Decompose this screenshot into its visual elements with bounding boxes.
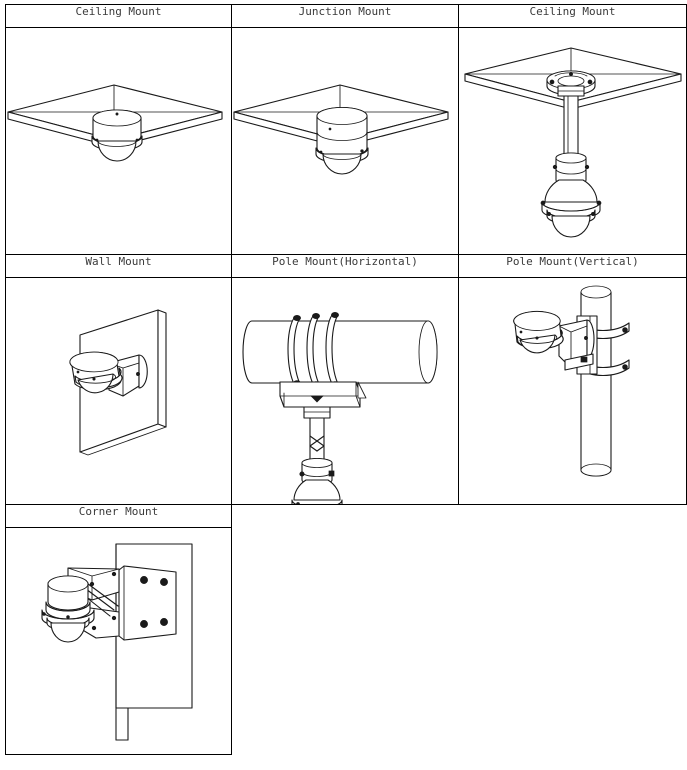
cell-empty-3 bbox=[232, 528, 459, 755]
cell-header-junction-mount: Junction Mount bbox=[231, 4, 459, 28]
table-row bbox=[5, 527, 687, 755]
pole-mount-horizontal-drawing bbox=[232, 278, 458, 504]
vertical-pole-icon bbox=[581, 286, 611, 476]
cell-header-pole-mount-vertical: Pole Mount(Vertical) bbox=[458, 254, 687, 278]
ceiling-mount-flush-drawing bbox=[6, 28, 231, 254]
cell-header-pole-mount-horizontal: Pole Mount(Horizontal) bbox=[231, 254, 459, 278]
cell-header-ceiling-mount-1: Ceiling Mount bbox=[5, 4, 232, 28]
pendant-ceiling-mount-drawing bbox=[459, 28, 686, 254]
cell-empty-2 bbox=[459, 505, 687, 528]
cell-empty-1 bbox=[232, 505, 459, 528]
corner-mount-drawing bbox=[6, 528, 231, 754]
cell-illustration-junction-mount bbox=[231, 27, 459, 255]
mounting-options-table: Ceiling Mount Junction Mount Ceiling Mou… bbox=[5, 4, 687, 755]
horizontal-pole-icon bbox=[243, 321, 437, 383]
cell-empty-4 bbox=[459, 528, 687, 755]
table-row bbox=[5, 277, 687, 505]
dome-camera-icon bbox=[70, 352, 122, 393]
cell-illustration-ceiling-mount-1 bbox=[5, 27, 232, 255]
cell-illustration-pole-mount-vertical bbox=[458, 277, 687, 505]
drop-pipe-icon bbox=[304, 407, 330, 463]
table-row bbox=[5, 27, 687, 255]
cell-header-wall-mount: Wall Mount bbox=[5, 254, 232, 278]
junction-box-icon bbox=[316, 108, 368, 175]
dome-camera-icon bbox=[42, 576, 94, 642]
drop-pipe-icon bbox=[558, 86, 584, 158]
cell-illustration-ceiling-mount-2 bbox=[458, 27, 687, 255]
dome-camera-icon bbox=[92, 110, 142, 161]
cell-illustration-corner-mount bbox=[5, 527, 232, 755]
pole-mount-vertical-drawing bbox=[459, 278, 686, 504]
cell-illustration-pole-mount-horizontal bbox=[231, 277, 459, 505]
corner-bracket-plate-icon bbox=[119, 566, 176, 640]
table-row: Wall Mount Pole Mount(Horizontal) Pole M… bbox=[5, 254, 687, 278]
mounting-plate-icon bbox=[280, 382, 366, 407]
table-row: Ceiling Mount Junction Mount Ceiling Mou… bbox=[5, 4, 687, 28]
dome-camera-icon bbox=[514, 312, 563, 353]
wall-mount-drawing bbox=[6, 278, 231, 504]
cell-illustration-wall-mount bbox=[5, 277, 232, 505]
pendant-housing-icon bbox=[541, 153, 601, 237]
cell-header-ceiling-mount-2: Ceiling Mount bbox=[458, 4, 687, 28]
cell-header-corner-mount: Corner Mount bbox=[5, 504, 232, 528]
junction-mount-drawing bbox=[232, 28, 458, 254]
pendant-housing-icon bbox=[292, 459, 342, 504]
table-row: Corner Mount bbox=[5, 504, 687, 528]
pole-bracket-icon bbox=[559, 316, 597, 374]
